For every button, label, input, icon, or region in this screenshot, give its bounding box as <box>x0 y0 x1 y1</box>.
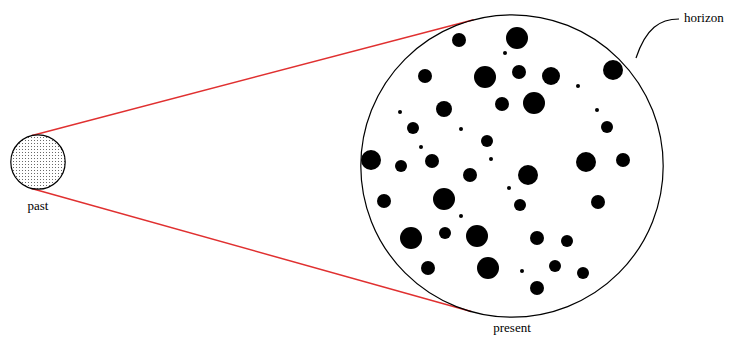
galaxy-dot <box>561 235 573 247</box>
galaxy-dot <box>530 281 544 295</box>
galaxy-dot <box>591 195 605 209</box>
galaxy-dot <box>503 51 507 55</box>
circle-outline <box>360 14 664 318</box>
galaxy-dot <box>466 225 488 247</box>
galaxy-dot <box>459 127 463 131</box>
galaxy-dot <box>433 188 455 210</box>
galaxy-dot <box>361 150 381 170</box>
light-cone-line <box>31 188 472 311</box>
galaxy-dot <box>452 33 466 47</box>
leader-line <box>636 19 679 58</box>
galaxy-dot <box>418 69 432 83</box>
galaxy-dot <box>518 165 538 185</box>
galaxy-dot <box>489 157 493 161</box>
galaxy-dot <box>523 92 545 114</box>
circle-outline <box>10 134 66 190</box>
region-label: past <box>28 198 49 213</box>
galaxy-dot <box>616 153 630 167</box>
galaxy-dot <box>439 227 451 239</box>
galaxy-dot <box>520 269 524 273</box>
galaxy-dot <box>395 160 407 172</box>
galaxy-dot <box>377 194 391 208</box>
galaxy-dot <box>601 121 613 133</box>
region-label: present <box>493 320 531 335</box>
galaxy-dot <box>463 168 477 182</box>
circle-outline <box>11 135 65 189</box>
galaxy-dot <box>595 108 599 112</box>
light-cone-line <box>31 20 474 136</box>
galaxy-dot <box>425 154 439 168</box>
galaxy-dot <box>514 199 526 211</box>
galaxy-dot <box>436 101 452 117</box>
galaxy-dot <box>603 60 623 80</box>
galaxy-dot <box>576 84 580 88</box>
galaxy-dot <box>459 214 463 218</box>
galaxy-dot <box>398 110 402 114</box>
horizon-circle: present <box>360 14 664 318</box>
galaxy-dot <box>419 145 423 149</box>
galaxy-dot <box>481 135 493 147</box>
galaxy-dot <box>530 231 544 245</box>
galaxy-dot <box>495 97 509 111</box>
circle-outline <box>361 15 663 317</box>
galaxy-dot <box>507 186 511 190</box>
galaxy-dot <box>577 267 589 279</box>
galaxy-dots <box>361 27 630 295</box>
galaxy-dot <box>549 260 561 272</box>
galaxy-dot <box>477 257 499 279</box>
galaxy-dot <box>407 122 419 134</box>
galaxy-dot <box>421 261 435 275</box>
past-circle: past <box>10 134 66 190</box>
callout-label: horizon <box>684 10 724 25</box>
galaxy-dot <box>400 227 422 249</box>
galaxy-dot <box>576 152 596 172</box>
galaxy-dot <box>512 65 526 79</box>
galaxy-dot <box>474 66 496 88</box>
galaxy-dot <box>506 27 528 49</box>
galaxy-dot <box>542 67 560 85</box>
